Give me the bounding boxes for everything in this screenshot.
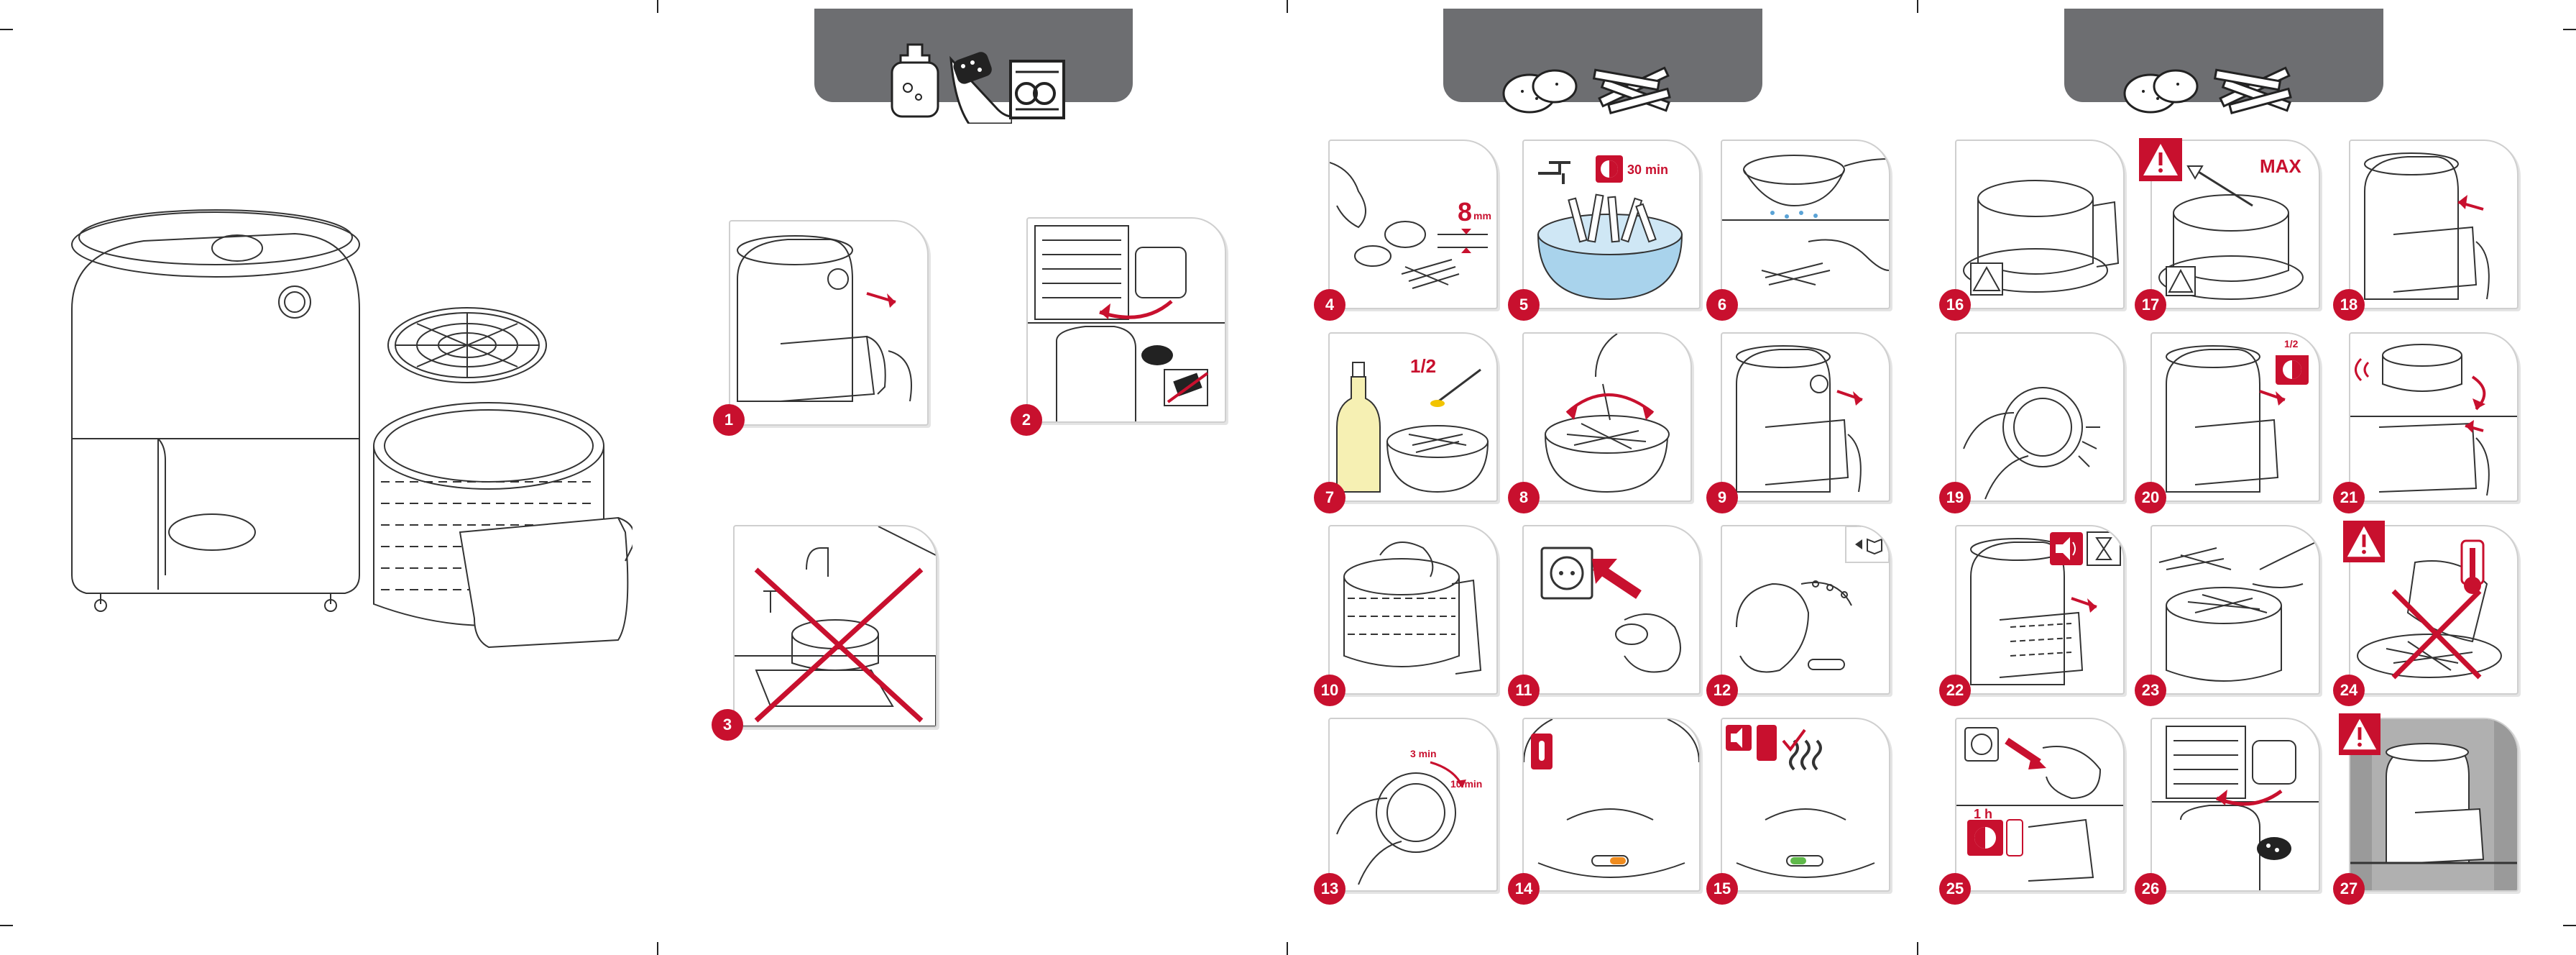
warning-triangle-icon [2343,521,2385,562]
crop-mark [1287,0,1288,13]
step-12-badge: 12 [1706,675,1738,706]
step-8-tile [1522,332,1692,502]
step-13-tile: 3 min 10 min [1328,718,1498,892]
step-15-badge: 15 [1706,873,1738,905]
warning-triangle-icon [2139,138,2182,181]
step-20-tile: 1/2 [2150,332,2320,502]
step-12-tile [1721,525,1890,695]
step-15-tile [1721,718,1890,892]
step-7-tile: 1/2 [1328,332,1498,502]
step-27-badge: 27 [2333,873,2365,905]
step-27-tile [2349,718,2518,892]
step-5-tile: 30 min [1522,140,1701,309]
potato-icon [2123,69,2199,114]
crop-mark [1917,0,1918,13]
step-1-badge: 1 [713,404,745,436]
step-20-badge: 20 [2135,482,2166,513]
cleaning-header-tab [814,9,1133,124]
step-22-tile [1955,525,2125,695]
step-13-badge: 13 [1314,873,1346,905]
recipe-header-tab-2 [2064,9,2383,114]
step-21-tile [2349,332,2518,502]
step-14-badge: 14 [1508,873,1540,905]
crop-mark [2563,925,2576,926]
crop-mark [0,29,13,30]
warning-triangle-icon [2339,713,2380,755]
step-7-badge: 7 [1314,482,1346,513]
step-25-badge: 25 [1939,873,1971,905]
step-5-badge: 5 [1508,289,1540,321]
fries-icon [1592,66,1671,114]
step-16-badge: 16 [1939,289,1971,321]
sponge-icon [949,52,1012,124]
step-21-badge: 21 [2333,482,2365,513]
step-1-tile [729,220,929,426]
step-11-tile [1522,525,1701,695]
step-6-tile [1721,140,1890,309]
step-18-badge: 18 [2333,289,2365,321]
step-11-badge: 11 [1508,675,1540,706]
cut-size-text: 8 [1458,197,1473,227]
step-10-badge: 10 [1314,675,1346,706]
step-16-tile [1955,140,2125,309]
recipe-header-tab-1 [1443,9,1762,114]
max-text: MAX [2260,155,2301,177]
step-2-badge: 2 [1011,404,1042,436]
step-23-badge: 23 [2135,675,2166,706]
step-2-tile [1026,217,1226,423]
step-17-badge: 17 [2135,289,2166,321]
step-19-tile [1955,332,2125,502]
crop-mark [0,925,13,926]
crop-mark [657,942,658,955]
dish-soap-icon [891,43,939,118]
soak-time-text: 30 min [1627,163,1669,177]
dishwasher-icon [1009,60,1065,119]
potato-icon [1502,69,1578,114]
step-9-tile [1721,332,1890,502]
step-14-tile [1522,718,1701,892]
step-4-badge: 4 [1314,289,1346,321]
cut-unit-text: mm [1473,210,1491,221]
step-10-tile [1328,525,1498,695]
air-fryer-overview [71,209,632,649]
min3-text: 3 min [1410,748,1437,759]
min10-text: 10 min [1450,778,1483,790]
step-24-badge: 24 [2333,675,2365,706]
crop-mark [1287,942,1288,955]
half-box [2274,334,2314,355]
step-3-badge: 3 [712,709,743,741]
step-22-badge: 22 [1939,675,1971,706]
step-6-badge: 6 [1706,289,1738,321]
crop-mark [2563,29,2576,30]
crop-mark [657,0,658,13]
crop-mark [1917,942,1918,955]
step-4-tile: 8 mm [1328,140,1498,309]
step-26-badge: 26 [2135,873,2166,905]
hour-text: 1 h [1974,807,1993,821]
step-25-tile: 1 h [1955,718,2125,892]
fries-icon [2213,66,2292,114]
step-18-tile [2349,140,2518,309]
oil-amount-text: 1/2 [1410,355,1437,377]
step-3-tile [733,525,937,728]
half-text: 1/2 [2284,338,2299,349]
step-23-tile [2150,525,2320,695]
step-9-badge: 9 [1706,482,1738,513]
step-26-tile [2150,718,2320,892]
step-24-tile [2349,525,2518,695]
step-8-badge: 8 [1508,482,1540,513]
step-19-badge: 19 [1939,482,1971,513]
